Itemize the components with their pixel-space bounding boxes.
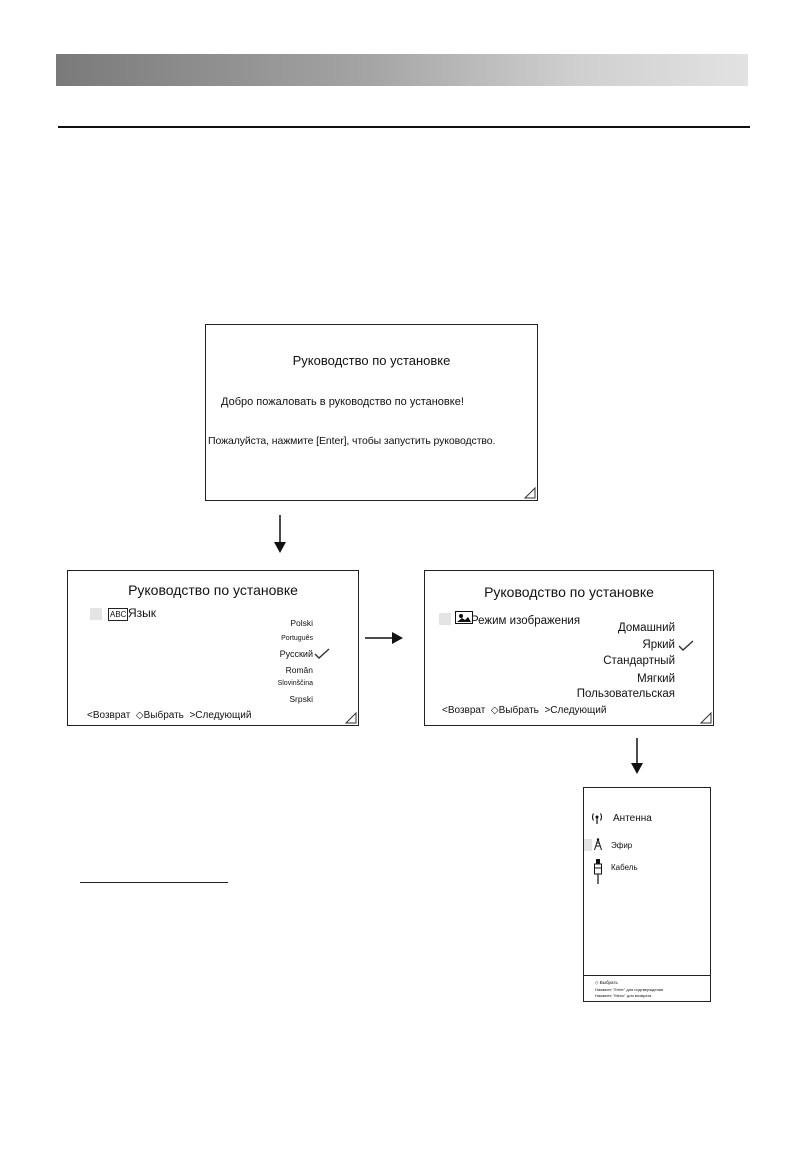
language-option[interactable]: Român bbox=[285, 665, 313, 675]
antenna-footer-divider bbox=[584, 975, 710, 976]
page-fold-icon bbox=[345, 712, 357, 724]
air-antenna-icon bbox=[593, 838, 603, 856]
language-option[interactable]: Slovinščina bbox=[277, 680, 313, 687]
arrow-right-icon bbox=[365, 631, 403, 645]
underline-mark bbox=[80, 882, 228, 883]
back-icon: < bbox=[87, 710, 93, 721]
language-option[interactable]: Srpski bbox=[289, 694, 313, 704]
language-title: Руководство по установке bbox=[128, 582, 298, 598]
antenna-heading: Антенна bbox=[613, 813, 652, 824]
select-icon: ◇ bbox=[135, 710, 144, 721]
antenna-option[interactable]: Эфир bbox=[611, 841, 633, 850]
highlight-marker bbox=[584, 839, 592, 851]
picture-option[interactable]: Домашний bbox=[617, 622, 675, 634]
select-icon: ◇ bbox=[595, 980, 599, 985]
highlight-marker bbox=[90, 608, 102, 620]
picture-title: Руководство по установке bbox=[484, 584, 654, 600]
language-screen: Руководство по установке ABC Язык Polski… bbox=[67, 570, 359, 726]
next-icon: > bbox=[189, 710, 196, 721]
picture-heading: Режим изображения bbox=[471, 615, 581, 627]
header-bar bbox=[56, 54, 748, 86]
welcome-instruction: Пожалуйста, нажмите [Enter], чтобы запус… bbox=[208, 435, 496, 447]
picture-option[interactable]: Мягкий bbox=[637, 673, 675, 685]
back-icon: < bbox=[442, 705, 448, 716]
back-label[interactable]: Возврат bbox=[447, 705, 486, 716]
antenna-footer-back: Нажмите "Menu" для возврата bbox=[595, 993, 652, 998]
antenna-footer-select: ◇ Выбрать bbox=[595, 980, 618, 985]
arrow-down-icon bbox=[273, 515, 287, 553]
check-icon bbox=[678, 639, 694, 657]
next-label[interactable]: Следующий bbox=[195, 710, 252, 721]
welcome-title: Руководство по установке bbox=[292, 353, 451, 368]
language-option-selected[interactable]: Русский bbox=[279, 649, 313, 659]
language-footer: <Возврат ◇Выбрать >Следующий bbox=[87, 710, 251, 721]
check-icon bbox=[314, 647, 330, 665]
select-label[interactable]: Выбрать bbox=[143, 710, 184, 721]
abc-icon: ABC bbox=[108, 608, 129, 621]
page-fold-icon bbox=[524, 487, 536, 499]
highlight-marker bbox=[439, 613, 451, 625]
language-option[interactable]: Polski bbox=[290, 618, 313, 628]
picture-footer: <Возврат ◇Выбрать >Следующий bbox=[442, 705, 606, 716]
arrow-down-icon bbox=[630, 738, 644, 774]
antenna-screen: Антенна Эфир Кабель ◇ Выбрать Нажмите "E… bbox=[583, 787, 711, 1002]
language-option[interactable]: Português bbox=[281, 635, 313, 642]
header-rule bbox=[58, 126, 750, 128]
picture-option-selected[interactable]: Яркий bbox=[642, 639, 675, 651]
antenna-footer-confirm: Нажмите "Enter" для подтверждения bbox=[595, 987, 664, 992]
antenna-option[interactable]: Кабель bbox=[611, 863, 638, 872]
select-label[interactable]: Выбрать bbox=[498, 705, 539, 716]
cable-icon bbox=[593, 859, 603, 890]
select-icon: ◇ bbox=[490, 705, 499, 716]
picture-mode-screen: Руководство по установке Режим изображен… bbox=[424, 570, 714, 726]
next-label[interactable]: Следующий bbox=[550, 705, 607, 716]
back-label[interactable]: Возврат bbox=[92, 710, 131, 721]
antenna-icon bbox=[590, 811, 604, 830]
picture-option[interactable]: Стандартный bbox=[603, 655, 675, 667]
next-icon: > bbox=[544, 705, 551, 716]
language-heading: Язык bbox=[128, 606, 157, 620]
picture-option[interactable]: Пользовательская bbox=[576, 688, 675, 700]
page-fold-icon bbox=[700, 712, 712, 724]
welcome-greeting: Добро пожаловать в руководство по устано… bbox=[221, 396, 464, 408]
welcome-screen: Руководство по установке Добро пожаловат… bbox=[205, 324, 538, 501]
picture-icon bbox=[455, 611, 473, 629]
